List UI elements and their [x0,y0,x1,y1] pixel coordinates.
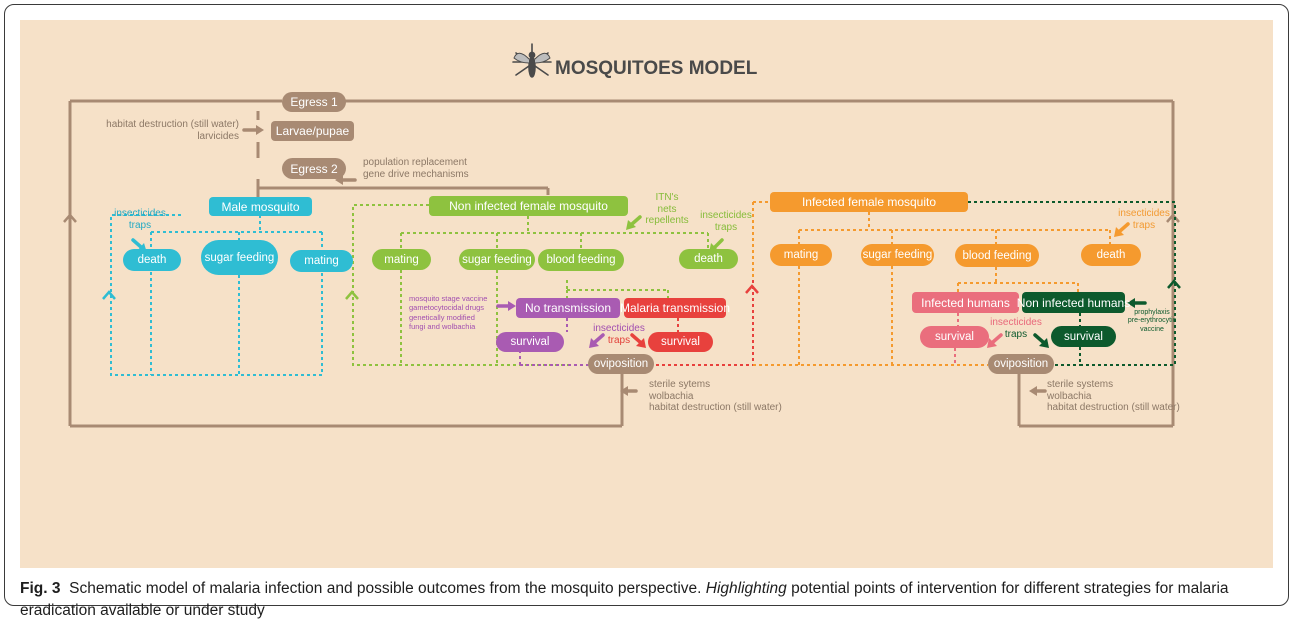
red-survival-arrow-icon [630,333,646,348]
infected-female-node: Infected female mosquito [770,192,968,212]
if-blood-feeding-node: blood feeding [955,244,1039,267]
diagram-title: MOSQUITOES MODEL [555,58,758,79]
larvae-pupae-node: Larvae/pupae [271,121,354,141]
ni-blood-feeding-node: blood feeding [538,249,624,271]
ovi2-intervention-arrow-icon [1029,386,1047,396]
if-mating-node: mating [770,244,832,266]
itn-intervention-arrow-icon [626,215,642,230]
larval-intervention-label: habitat destruction (still water)larvici… [106,119,239,142]
male-sugar-feeding-node: sugar feeding [201,240,278,275]
infected-humans-node: Infected humans [912,292,1019,313]
larval-intervention-arrow-icon [242,125,264,135]
caption-label: Fig. 3 [20,580,61,597]
malaria-transmission-node: Malaria transmission [620,298,730,318]
figure-frame [4,4,1289,606]
if-death-node: death [1081,244,1141,266]
prophylaxis-arrow-icon [1127,298,1147,308]
purple-survival-node: survival [496,332,564,352]
ni-death-node: death [679,249,738,269]
egress-1-node: Egress 1 [282,92,346,112]
ovi1-intervention-arrow-icon [620,386,638,396]
oviposition-2-node: oviposition [988,354,1054,374]
dgreen-survival-node: survival [1051,326,1116,347]
pink-survival-arrow-icon [987,333,1003,348]
non-infected-humans-node: Non infected humans [1017,292,1130,313]
caption-italic: Highlighting [705,580,787,597]
if-death-intervention-arrow-icon [1114,222,1130,237]
egress2-intervention-arrow-icon [335,175,357,185]
egress-2-node: Egress 2 [282,158,346,179]
male-death-node: death [123,249,181,271]
mosquito-icon [512,43,552,78]
ni-sugar-feeding-node: sugar feeding [459,249,535,270]
red-survival-node: survival [648,332,713,352]
oviposition-1-node: oviposition [588,354,654,374]
pink-survival-node: survival [920,326,989,348]
if-sugar-feeding-node: sugar feeding [861,244,934,266]
male-mosquito-node: Male mosquito [209,197,312,216]
male-mating-node: mating [290,250,353,272]
vaccine-intervention-arrow-icon [496,301,516,311]
figure-caption: Fig. 3 Schematic model of malaria infect… [20,578,1273,622]
ni-mating-node: mating [372,249,431,270]
non-infected-female-node: Non infected female mosquito [429,196,628,216]
diagram-panel: MOSQUITOES MODEL Egress 1 Larvae/pupae E… [20,20,1273,568]
no-transmission-node: No transmission [516,298,620,318]
diagram-connectors [63,43,1181,428]
purple-survival-arrow-icon [589,333,605,348]
caption-text-1: Schematic model of malaria infection and… [69,580,702,597]
dgreen-survival-arrow-icon [1033,333,1049,348]
